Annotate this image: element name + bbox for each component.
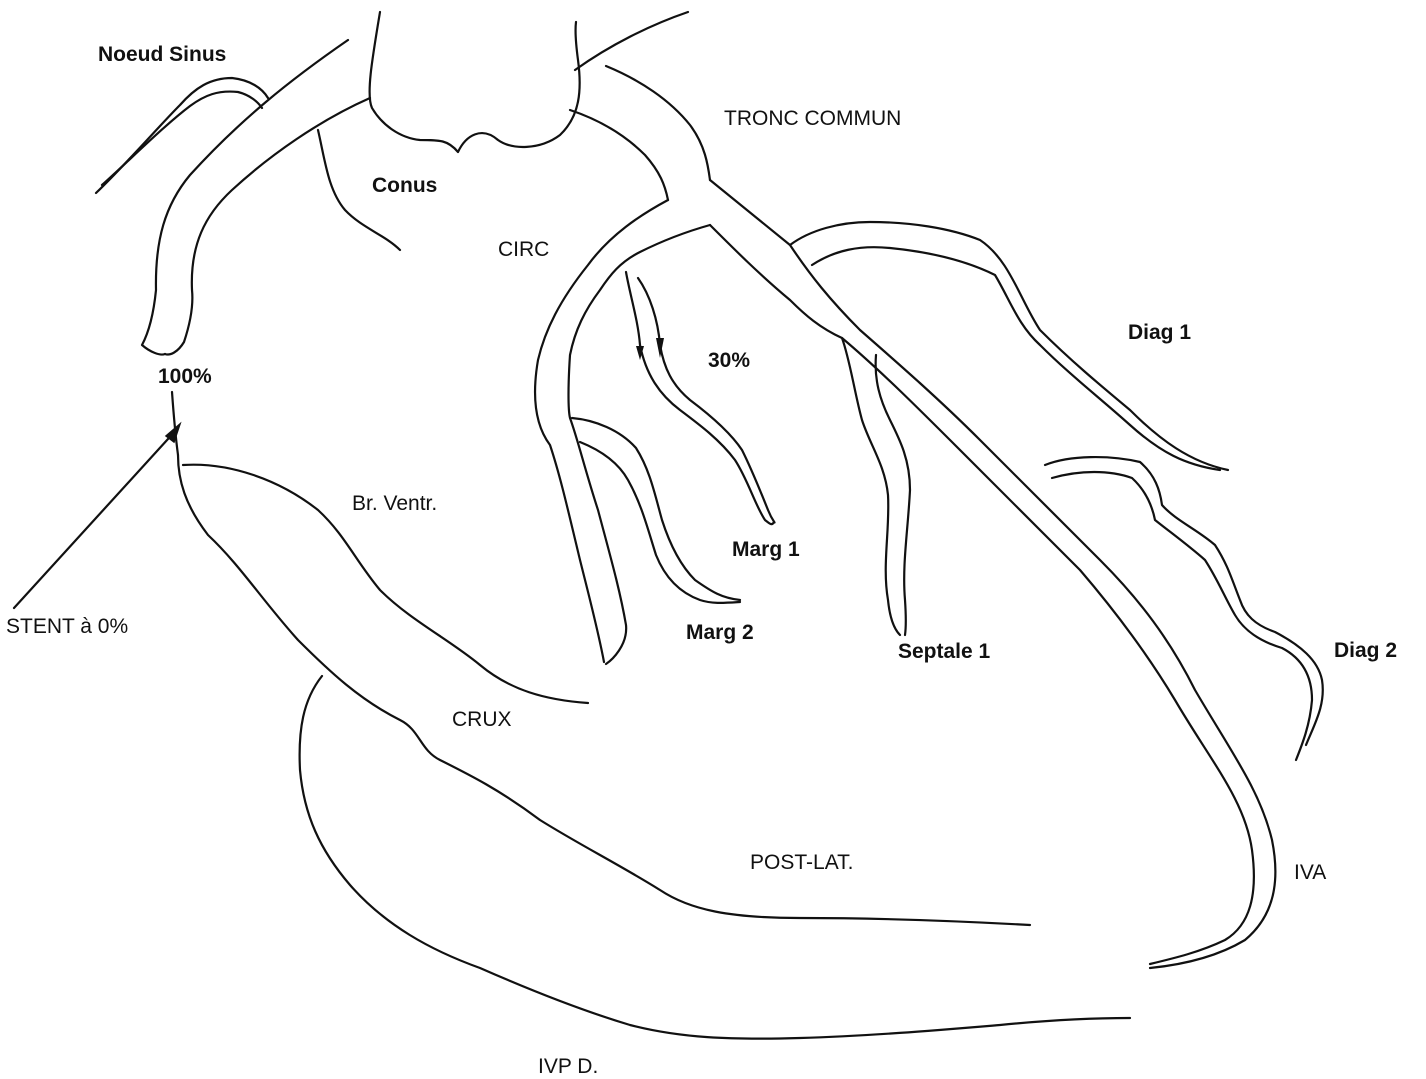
- sinus-node-branch-b: [102, 92, 262, 185]
- circ-outer-wall: [535, 200, 668, 662]
- septale1-right-wall: [876, 355, 910, 635]
- label-stent: STENT à 0%: [6, 616, 128, 637]
- rca-outer-wall: [142, 40, 348, 355]
- label-marg1: Marg 1: [732, 539, 800, 560]
- marg1-left-wall: [626, 272, 774, 524]
- sinus-node-branch-a: [96, 78, 268, 193]
- rca-distal-stub: [172, 392, 178, 455]
- label-conus: Conus: [372, 175, 437, 196]
- ivp-d-contour: [300, 676, 1130, 1039]
- label-noeud-sinus: Noeud Sinus: [98, 44, 226, 65]
- diag1-upper-wall: [790, 222, 1228, 470]
- label-br-ventr: Br. Ventr.: [352, 493, 437, 514]
- left-main-upper-wall: [606, 66, 710, 180]
- label-tronc-commun: TRONC COMMUN: [724, 108, 901, 129]
- diag2-upper-wall: [1045, 457, 1323, 745]
- label-stenosis-30: 30%: [708, 350, 750, 371]
- label-post-lat: POST-LAT.: [750, 852, 853, 873]
- marg2-lower-wall: [580, 442, 740, 603]
- iva-upper-wall: [710, 180, 1275, 968]
- marg1-right-wall: [638, 278, 775, 523]
- label-ivp-d: IVP D.: [538, 1056, 598, 1077]
- label-stenosis-100: 100%: [158, 366, 212, 387]
- rca-distal-outer: [178, 455, 1030, 925]
- aortic-top-right: [575, 12, 688, 70]
- aortic-root: [370, 12, 580, 152]
- label-septale1: Septale 1: [898, 641, 990, 662]
- label-circ: CIRC: [498, 239, 549, 260]
- label-iva: IVA: [1294, 862, 1326, 883]
- label-marg2: Marg 2: [686, 622, 754, 643]
- rca-inner-wall: [165, 98, 370, 355]
- label-diag1: Diag 1: [1128, 322, 1191, 343]
- stent-arrow-line: [14, 428, 178, 608]
- label-diag2: Diag 2: [1334, 640, 1397, 661]
- label-crux: CRUX: [452, 709, 512, 730]
- diag2-lower-wall: [1052, 472, 1312, 760]
- left-main-lower-wall: [570, 110, 668, 200]
